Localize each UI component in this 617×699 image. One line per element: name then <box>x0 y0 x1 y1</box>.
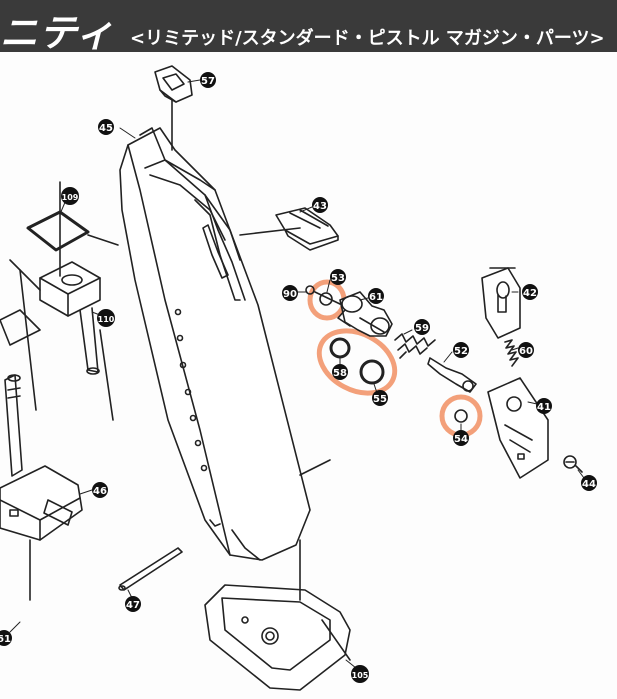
svg-text:105: 105 <box>352 671 369 680</box>
callout-110: 110 <box>97 309 115 327</box>
part-55-ring <box>359 359 385 385</box>
svg-text:61: 61 <box>369 292 383 303</box>
part-41-follower <box>487 377 549 479</box>
svg-text:57: 57 <box>201 76 215 87</box>
part-105-baseplate <box>204 584 351 691</box>
callout-55: 55 <box>372 390 388 406</box>
svg-text:43: 43 <box>313 201 327 212</box>
part-47-pin <box>118 547 183 591</box>
callout-57: 57 <box>200 72 216 88</box>
part-109-seal <box>26 210 90 252</box>
svg-text:42: 42 <box>523 288 537 299</box>
part-59-spring <box>394 333 436 359</box>
part-52-pin <box>427 357 477 393</box>
part-90-ring <box>305 285 315 295</box>
part-60-spring <box>504 339 519 367</box>
svg-text:45: 45 <box>99 123 113 134</box>
svg-text:60: 60 <box>519 346 533 357</box>
callout-46: 46 <box>92 482 108 498</box>
callout-47: 47 <box>125 596 141 612</box>
svg-text:44: 44 <box>582 479 596 490</box>
callout-109: 109 <box>61 187 79 205</box>
callout-53: 53 <box>330 269 346 285</box>
callout-52: 52 <box>453 342 469 358</box>
callout-41: 41 <box>536 398 552 414</box>
part-61-valve-body <box>337 291 393 337</box>
part-58-ring <box>329 337 351 359</box>
part-57-clip <box>154 65 193 103</box>
callout-43: 43 <box>312 197 328 213</box>
svg-text:52: 52 <box>454 346 468 357</box>
svg-text:54: 54 <box>454 434 468 445</box>
svg-text:41: 41 <box>537 402 551 413</box>
part-53-ring <box>319 292 333 306</box>
svg-text:58: 58 <box>333 368 347 379</box>
page-title: ニティ <box>0 11 115 55</box>
svg-text:53: 53 <box>331 273 345 284</box>
callout-90: 90 <box>282 285 298 301</box>
svg-text:109: 109 <box>62 193 79 202</box>
svg-text:90: 90 <box>283 289 297 300</box>
callout-58: 58 <box>332 364 348 380</box>
page-subtitle: <リミテッド/スタンダード・ピストル マガジン・パーツ> <box>130 28 605 49</box>
callout-105: 105 <box>351 665 369 683</box>
magazine-body <box>119 127 311 561</box>
exploded-view-drawing: 57 45 109 110 43 53 90 61 42 59 52 60 58… <box>0 65 597 691</box>
svg-text:46: 46 <box>93 486 107 497</box>
part-110-valve <box>39 261 101 375</box>
svg-text:47: 47 <box>126 600 140 611</box>
callout-45: 45 <box>98 119 114 135</box>
callouts: 57 45 109 110 43 53 90 61 42 59 52 60 58… <box>0 72 597 683</box>
callout-54: 54 <box>453 430 469 446</box>
callout-61-left: 61 <box>0 630 12 646</box>
callout-44: 44 <box>581 475 597 491</box>
callout-60: 60 <box>518 342 534 358</box>
svg-text:61: 61 <box>0 634 11 645</box>
callout-61: 61 <box>368 288 384 304</box>
part-46-base <box>0 465 83 541</box>
highlight-rings <box>307 279 483 438</box>
part-44-screw <box>563 455 583 473</box>
svg-text:55: 55 <box>373 394 387 405</box>
part-42-block <box>481 267 521 339</box>
callout-59: 59 <box>414 319 430 335</box>
header-bar: ニティ <リミテッド/スタンダード・ピストル マガジン・パーツ> <box>0 0 617 55</box>
part-54-ring <box>454 409 468 423</box>
svg-text:110: 110 <box>98 315 115 324</box>
callout-42: 42 <box>522 284 538 300</box>
svg-text:59: 59 <box>415 323 429 334</box>
highlight-ring-58-55 <box>316 328 398 396</box>
highlight-ring-53 <box>307 279 347 321</box>
